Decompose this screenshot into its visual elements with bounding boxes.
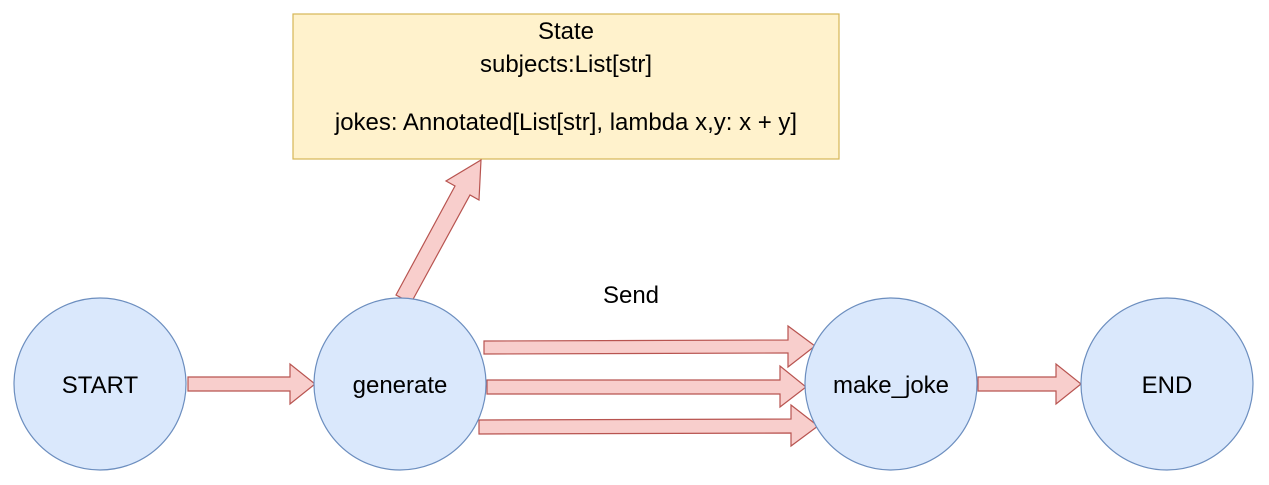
node-make-joke-circle — [804, 297, 978, 471]
node-generate-circle — [313, 297, 487, 471]
node-start-label: START — [62, 372, 139, 399]
send-arrow-1 — [483, 324, 816, 369]
node-generate-label: generate — [353, 372, 448, 399]
node-end[interactable]: END — [1080, 297, 1254, 471]
node-end-label: END — [1142, 372, 1193, 399]
state-jokes-line: jokes: Annotated[List[str], lambda x,y: … — [334, 109, 797, 136]
node-start[interactable]: START — [13, 297, 187, 471]
state-subjects-line: subjects:List[str] — [480, 51, 652, 78]
state-title: State — [538, 18, 594, 45]
node-start-circle — [13, 297, 187, 471]
node-make-joke-label: make_joke — [833, 372, 949, 399]
send-arrow-2 — [486, 364, 807, 409]
send-label: Send — [603, 282, 659, 309]
state-box: State subjects:List[str] jokes: Annotate… — [292, 13, 840, 160]
node-end-circle — [1080, 297, 1254, 471]
node-make-joke[interactable]: make_joke — [804, 297, 978, 471]
node-generate[interactable]: generate — [313, 297, 487, 471]
arrow-start-to-generate — [187, 362, 316, 406]
send-arrow-3 — [478, 403, 819, 448]
arrow-make-joke-to-end — [977, 362, 1082, 406]
arrow-generate-to-state — [395, 158, 482, 304]
state-box-rect — [292, 13, 840, 160]
